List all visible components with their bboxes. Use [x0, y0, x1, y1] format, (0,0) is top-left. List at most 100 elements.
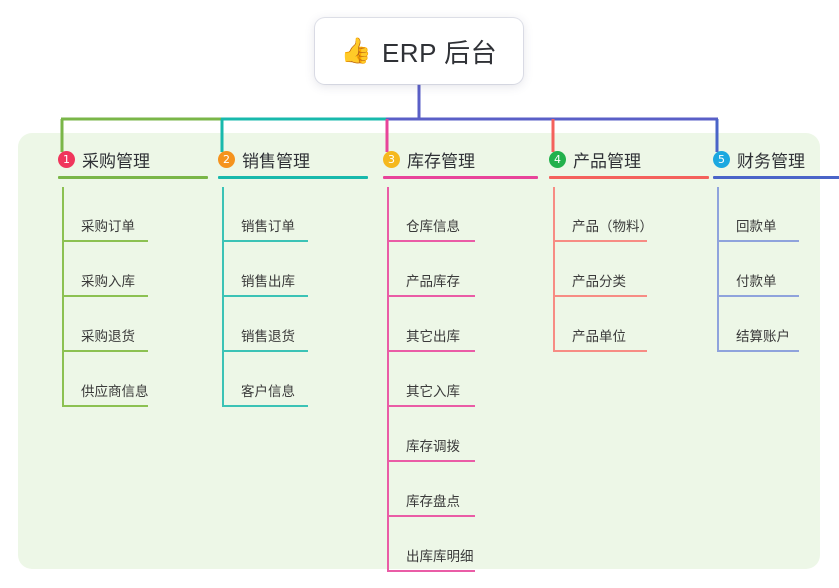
branch-leaf-list: 采购订单采购入库采购退货供应商信息: [36, 187, 150, 407]
leaf-node[interactable]: 供应商信息: [36, 352, 150, 407]
root-node-title: ERP 后台: [381, 37, 498, 68]
leaf-node[interactable]: 仓库信息: [361, 187, 475, 242]
leaf-node-label: 销售订单: [241, 219, 295, 234]
branch-badge-icon: 4: [549, 150, 566, 168]
branch-underline: [549, 176, 709, 179]
branch-column-5: 5 财务管理回款单付款单结算账户: [691, 143, 839, 352]
leaf-node-underline: [222, 295, 308, 297]
branch-title: 财务管理: [737, 151, 805, 171]
branch-leaf-list: 产品（物料） 产品分类产品单位: [527, 187, 653, 352]
branch-header-5[interactable]: 5 财务管理: [691, 143, 839, 179]
branch-underline: [58, 176, 208, 179]
branch-header-2[interactable]: 2 销售管理: [196, 143, 368, 179]
branch-badge-icon: 5: [713, 150, 730, 168]
thumbs-up-icon: 👍: [340, 36, 372, 65]
leaf-node[interactable]: 库存盘点: [361, 462, 475, 517]
leaf-node-underline: [222, 240, 308, 242]
leaf-node-label: 回款单: [736, 219, 777, 234]
branch-underline: [383, 176, 538, 179]
leaf-node-label: 库存盘点: [406, 494, 460, 509]
branch-trunk-line: [553, 187, 555, 352]
leaf-node-underline: [553, 350, 647, 352]
leaf-node[interactable]: 回款单: [691, 187, 805, 242]
leaf-node[interactable]: 产品（物料）: [527, 187, 653, 242]
leaf-node-underline: [387, 515, 475, 517]
branch-header-1[interactable]: 1 采购管理: [36, 143, 208, 179]
leaf-node-label: 采购入库: [81, 274, 135, 289]
leaf-node-underline: [62, 405, 148, 407]
branch-leaf-list: 销售订单销售出库销售退货客户信息: [196, 187, 310, 407]
leaf-node[interactable]: 采购入库: [36, 242, 150, 297]
leaf-node-underline: [62, 350, 148, 352]
leaf-node-label: 其它入库: [406, 384, 460, 399]
leaf-node-label: 产品分类: [572, 274, 626, 289]
leaf-node-label: 客户信息: [241, 384, 295, 399]
leaf-node[interactable]: 出库库明细: [361, 517, 475, 572]
branch-badge-icon: 2: [218, 150, 235, 168]
leaf-node[interactable]: 销售出库: [196, 242, 310, 297]
branch-trunk-line: [62, 187, 64, 407]
branch-badge-icon: 1: [58, 150, 75, 168]
leaf-node-label: 采购退货: [81, 329, 135, 344]
branch-underline: [713, 176, 839, 179]
leaf-node-underline: [387, 405, 475, 407]
branch-trunk-line: [717, 187, 719, 352]
branch-column-1: 1 采购管理采购订单采购入库采购退货供应商信息: [36, 143, 208, 407]
leaf-node[interactable]: 产品单位: [527, 297, 647, 352]
leaf-node-label: 结算账户: [736, 329, 790, 344]
leaf-node-label: 销售出库: [241, 274, 295, 289]
leaf-node-label: 付款单: [736, 274, 777, 289]
leaf-node-label: 产品（物料）: [572, 219, 653, 234]
leaf-node[interactable]: 库存调拨: [361, 407, 475, 462]
leaf-node-underline: [222, 405, 308, 407]
leaf-node[interactable]: 销售退货: [196, 297, 310, 352]
leaf-node[interactable]: 客户信息: [196, 352, 310, 407]
leaf-node[interactable]: 采购订单: [36, 187, 150, 242]
root-node-card[interactable]: 👍 ERP 后台: [315, 18, 523, 84]
leaf-node-label: 产品库存: [406, 274, 460, 289]
branch-title: 销售管理: [242, 151, 310, 171]
leaf-node-underline: [387, 570, 475, 572]
leaf-node-underline: [387, 240, 475, 242]
leaf-node[interactable]: 其它入库: [361, 352, 475, 407]
leaf-node-label: 其它出库: [406, 329, 460, 344]
branch-leaf-list: 回款单付款单结算账户: [691, 187, 805, 352]
leaf-node-label: 采购订单: [81, 219, 135, 234]
branch-title: 库存管理: [407, 151, 475, 171]
leaf-node-underline: [387, 350, 475, 352]
leaf-node[interactable]: 付款单: [691, 242, 805, 297]
branch-title: 采购管理: [82, 151, 150, 171]
branch-trunk-line: [387, 187, 389, 572]
branch-trunk-line: [222, 187, 224, 407]
branch-underline: [218, 176, 368, 179]
leaf-node-label: 出库库明细: [406, 549, 474, 564]
branch-header-3[interactable]: 3 库存管理: [361, 143, 538, 179]
leaf-node-underline: [553, 240, 647, 242]
leaf-node[interactable]: 其它出库: [361, 297, 475, 352]
leaf-node[interactable]: 采购退货: [36, 297, 150, 352]
leaf-node[interactable]: 结算账户: [691, 297, 805, 352]
leaf-node-underline: [717, 295, 799, 297]
leaf-node-label: 仓库信息: [406, 219, 460, 234]
leaf-node-label: 产品单位: [572, 329, 626, 344]
leaf-node-underline: [717, 350, 799, 352]
leaf-node[interactable]: 销售订单: [196, 187, 310, 242]
leaf-node-underline: [387, 295, 475, 297]
leaf-node-underline: [62, 240, 148, 242]
leaf-node-underline: [717, 240, 799, 242]
leaf-node-underline: [222, 350, 308, 352]
leaf-node-label: 库存调拨: [406, 439, 460, 454]
leaf-node-label: 销售退货: [241, 329, 295, 344]
branch-column-2: 2 销售管理销售订单销售出库销售退货客户信息: [196, 143, 368, 407]
branch-leaf-list: 仓库信息产品库存其它出库其它入库库存调拨库存盘点出库库明细: [361, 187, 475, 572]
leaf-node[interactable]: 产品库存: [361, 242, 475, 297]
branch-badge-icon: 3: [383, 150, 400, 168]
leaf-node-underline: [387, 460, 475, 462]
branch-column-3: 3 库存管理仓库信息产品库存其它出库其它入库库存调拨库存盘点出库库明细: [361, 143, 538, 572]
leaf-node-underline: [553, 295, 647, 297]
leaf-node-label: 供应商信息: [81, 384, 149, 399]
leaf-node[interactable]: 产品分类: [527, 242, 647, 297]
